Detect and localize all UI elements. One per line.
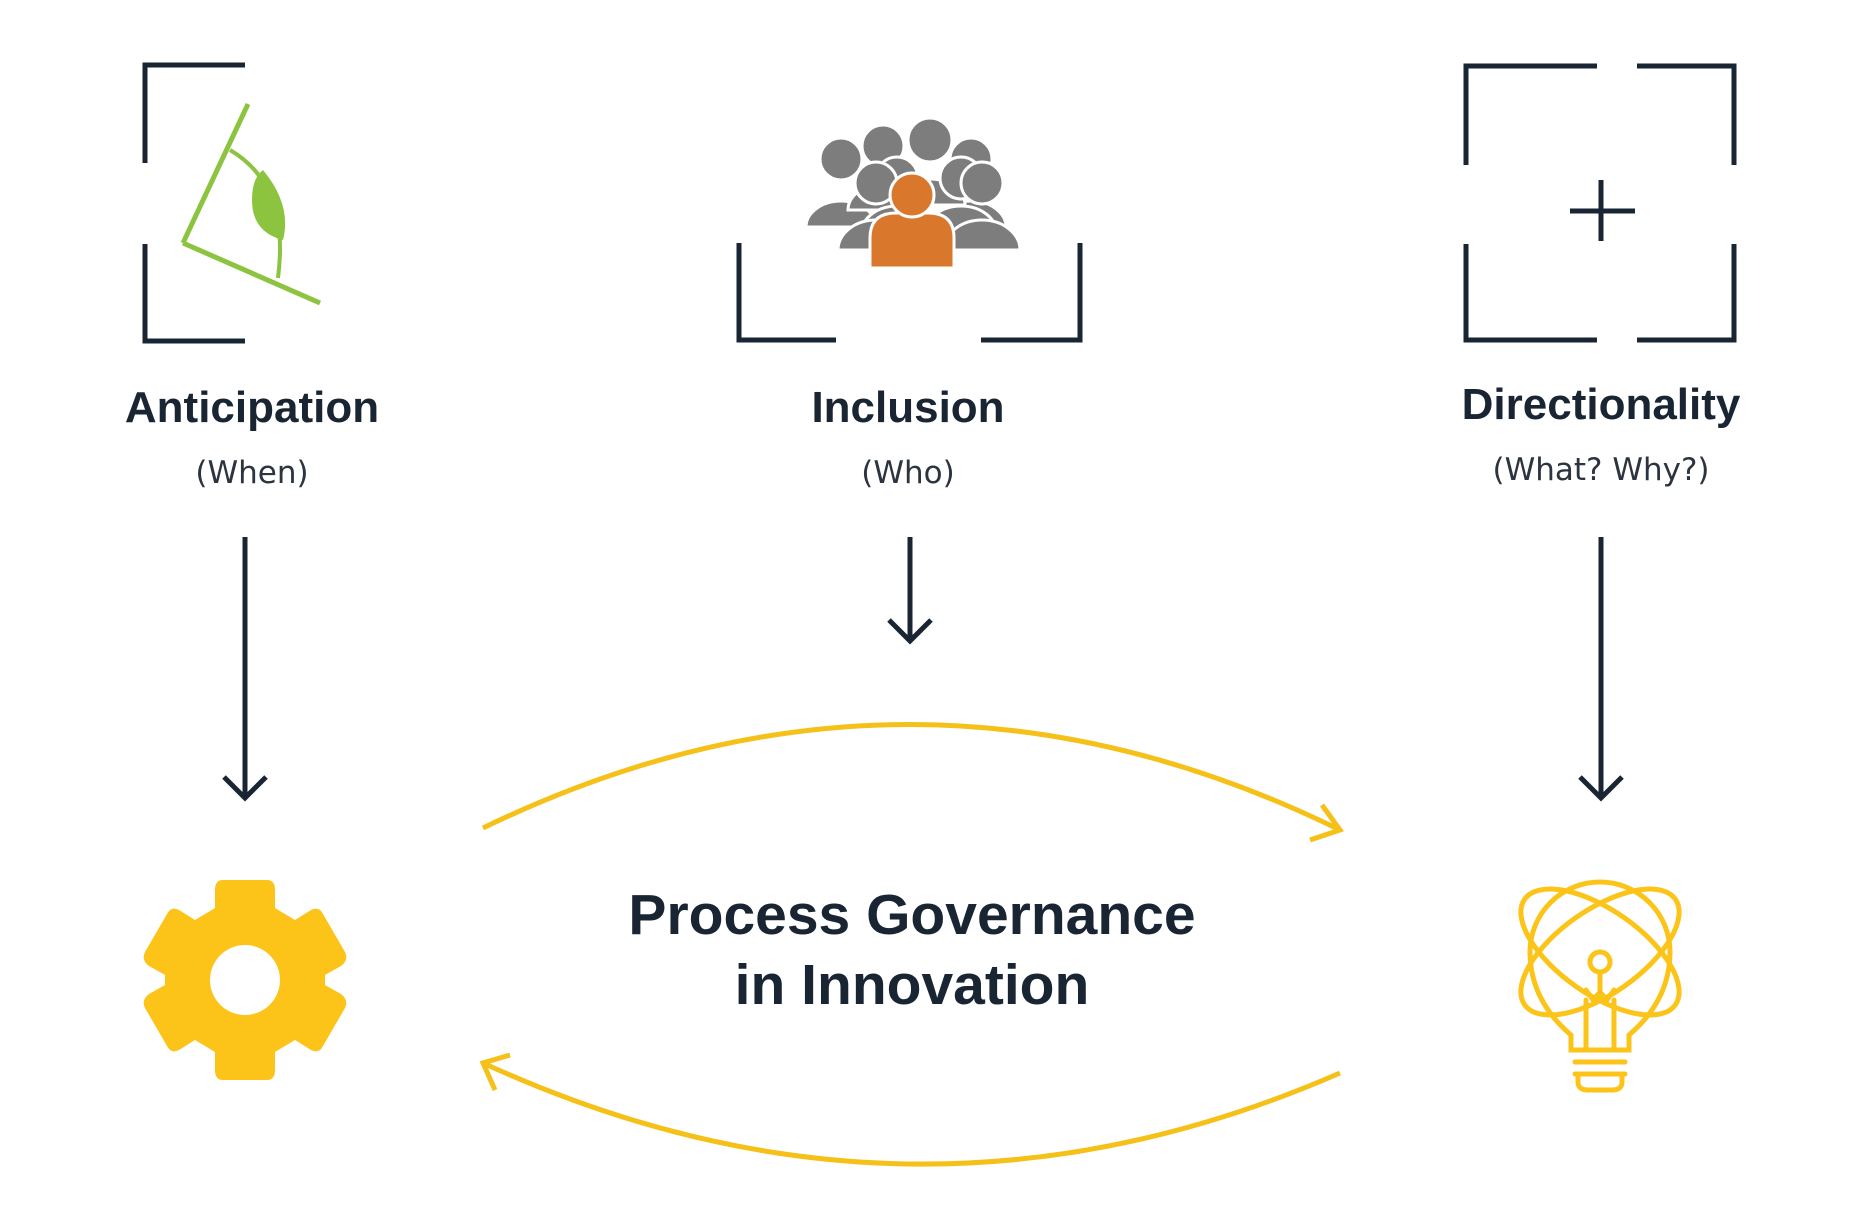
directionality-frame — [1463, 63, 1737, 343]
arrow-anticipation — [222, 537, 268, 802]
inclusion-title: Inclusion — [811, 383, 1005, 432]
anticipation-title: Anticipation — [124, 383, 380, 432]
people-group-icon — [804, 116, 1022, 270]
cycle-arrow-top — [481, 722, 1345, 843]
anticipation-subtitle: (When) — [195, 455, 309, 491]
directionality-subtitle: (What? Why?) — [1492, 452, 1710, 488]
gear-icon — [143, 880, 347, 1080]
arrow-directionality — [1578, 537, 1624, 802]
lightbulb-atom-icon — [1518, 879, 1682, 1093]
inclusion-subtitle: (Who) — [861, 455, 955, 491]
anticipation-frame — [142, 62, 245, 344]
inclusion-frame — [736, 243, 1083, 343]
arrow-inclusion — [887, 537, 933, 645]
cycle-arrow-bottom — [479, 1052, 1342, 1167]
center-title: Process Governance in Innovation — [628, 880, 1195, 1020]
plus-crosshair-icon — [1570, 180, 1635, 241]
directionality-title: Directionality — [1461, 380, 1741, 429]
center-title-line1: Process Governance — [628, 883, 1196, 947]
center-title-line2: in Innovation — [734, 953, 1090, 1017]
angle-eye-icon — [180, 102, 322, 306]
